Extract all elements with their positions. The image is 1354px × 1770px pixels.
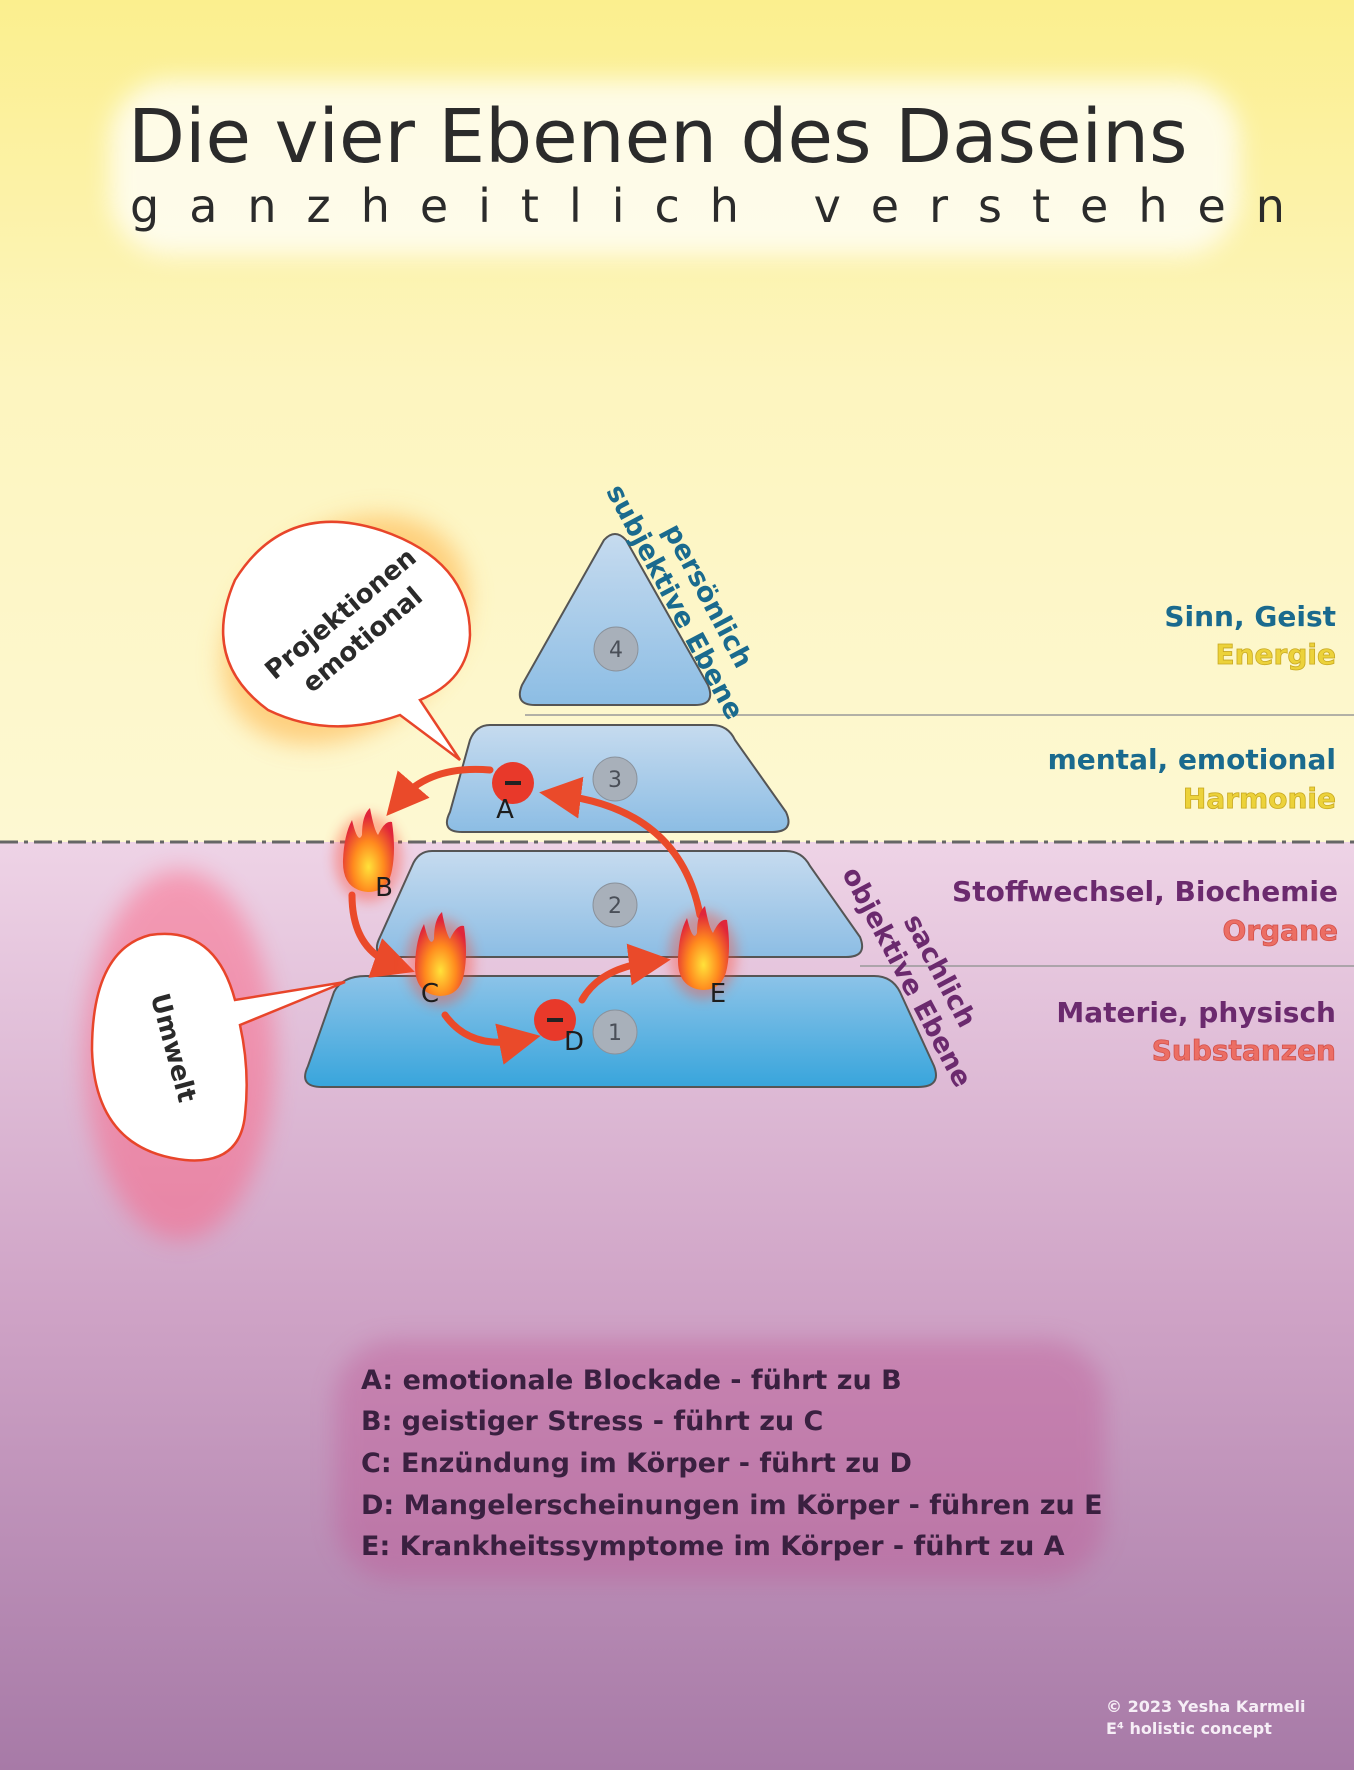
svg-text:2: 2: [608, 894, 622, 919]
level-4-secondary: Energie: [1216, 638, 1337, 671]
level-3-primary: mental, emotional: [1048, 743, 1336, 776]
arrow-c-to-d: [441, 1011, 541, 1065]
legend-item-d: D: Mangelerscheinungen im Körper - führe…: [361, 1490, 1103, 1521]
svg-text:D: D: [564, 1027, 584, 1057]
legend-glow: [335, 1340, 1105, 1580]
pyramid-level-4: [518, 533, 712, 706]
level-number-3: 3: [592, 756, 638, 802]
arrow-a-to-b: [386, 765, 494, 816]
marker-d: D: [534, 999, 584, 1057]
concept-label: E⁴ holistic concept: [1106, 1719, 1272, 1738]
marker-e: E: [669, 906, 737, 1009]
projections-speech-bubble: Projektionen emotional: [221, 515, 472, 761]
flame-icon: [342, 808, 394, 892]
environment-speech-bubble: Umwelt: [85, 870, 346, 1240]
legend: A: emotionale Blockade - führt zu B B: g…: [361, 1365, 1103, 1562]
level-2-primary: Stoffwechsel, Biochemie: [952, 875, 1338, 908]
level-number-4: 4: [593, 626, 639, 672]
arrow-b-to-c: [348, 891, 415, 978]
marker-a: A: [492, 762, 534, 825]
level-number-2: 2: [592, 882, 638, 928]
legend-item-a: A: emotionale Blockade - führt zu B: [361, 1365, 902, 1396]
copyright: © 2023 Yesha Karmeli: [1106, 1697, 1306, 1716]
pyramid: 4 3 2 1: [304, 533, 937, 1088]
flame-icon: [414, 912, 466, 996]
svg-text:A: A: [496, 795, 514, 825]
svg-text:B: B: [375, 873, 393, 903]
level-1-secondary: Substanzen: [1152, 1034, 1336, 1067]
svg-text:4: 4: [609, 638, 623, 663]
level-3-secondary: Harmonie: [1183, 782, 1336, 815]
level-number-1: 1: [592, 1009, 638, 1055]
legend-item-b: B: geistiger Stress - führt zu C: [361, 1406, 823, 1437]
cycle-arrows: [348, 765, 704, 1065]
arrow-e-to-a: [539, 776, 704, 919]
level-2-secondary: Organe: [1223, 914, 1338, 947]
marker-c: C: [406, 912, 474, 1009]
svg-text:1: 1: [608, 1021, 622, 1046]
level-4-primary: Sinn, Geist: [1164, 600, 1336, 633]
svg-text:C: C: [421, 979, 439, 1009]
page-subtitle: ganzheitlich verstehen: [130, 179, 1315, 233]
svg-text:3: 3: [608, 768, 622, 793]
marker-b: B: [334, 808, 402, 903]
legend-item-c: C: Enzündung im Körper - führt zu D: [361, 1448, 912, 1479]
legend-item-e: E: Krankheitssymptome im Körper - führt …: [361, 1531, 1065, 1562]
svg-text:E: E: [710, 979, 726, 1009]
level-1-primary: Materie, physisch: [1056, 996, 1336, 1029]
arrow-d-to-e: [578, 943, 671, 1004]
level-labels: Sinn, Geist Energie mental, emotional Ha…: [952, 600, 1338, 1067]
page-title: Die vier Ebenen des Daseins: [128, 94, 1188, 180]
flame-icon: [677, 906, 729, 990]
title-glow: [110, 80, 1240, 255]
